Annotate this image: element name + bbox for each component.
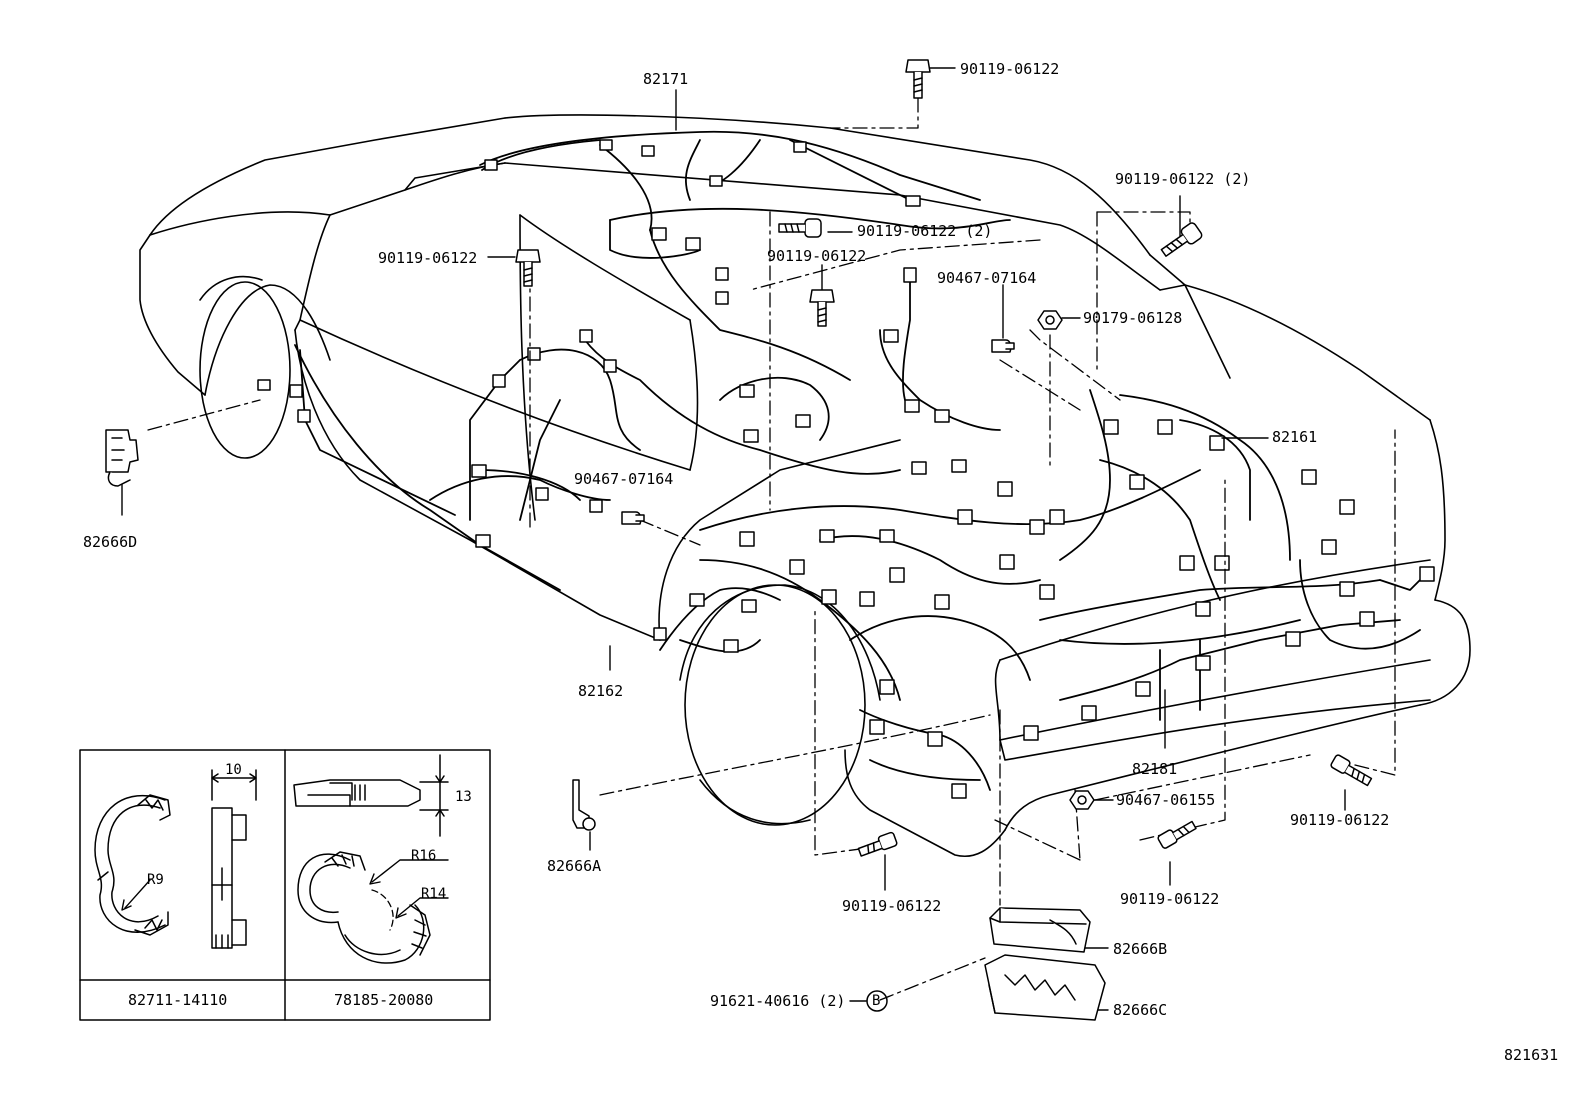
inset-part-78185-20080: 78185-20080 — [334, 991, 434, 1009]
inset-radius-r9: R9 — [147, 872, 164, 888]
callout-90119-06122-top: 90119-06122 — [960, 60, 1060, 78]
diagram-id: 821631 — [1504, 1046, 1559, 1064]
callout-90467-07164-mid: 90467-07164 — [574, 470, 674, 488]
wire-harness — [294, 130, 1426, 791]
inset-dim-13: 13 — [455, 789, 472, 805]
harness-connectors — [257, 139, 1435, 799]
inset-dim-10: 10 — [225, 762, 242, 778]
callout-90119-06122-2-mid: 90119-06122 (2) — [857, 222, 993, 240]
callout-82181: 82181 — [1132, 760, 1178, 778]
marker-b-letter: B — [872, 993, 881, 1009]
marker-b-circle — [866, 990, 888, 1012]
leader-lines — [147, 97, 1396, 1001]
callout-90119-06122-left: 90119-06122 — [378, 249, 478, 267]
r9-arrow — [124, 879, 151, 909]
callout-82666C: 82666C — [1113, 1001, 1168, 1019]
fastener-glyphs — [105, 59, 1373, 1021]
callout-82171: 82171 — [643, 70, 689, 88]
callout-82666D: 82666D — [83, 533, 138, 551]
callout-90179-06128: 90179-06128 — [1083, 309, 1183, 327]
inset-box — [79, 749, 491, 1021]
callout-90119-06122-lower-right: 90119-06122 — [1290, 811, 1390, 829]
callout-90467-07164-top: 90467-07164 — [937, 269, 1037, 287]
callout-90119-06122-mid: 90119-06122 — [767, 247, 867, 265]
callout-91621-40616: 91621-40616 (2) — [710, 992, 846, 1010]
callout-82666A: 82666A — [547, 857, 602, 875]
r16-leader — [371, 859, 449, 883]
inset-dashed-circle — [371, 889, 394, 931]
callout-leaders — [121, 67, 1346, 1011]
clamp-82711-drawing — [94, 769, 257, 949]
inset-radius-r16: R16 — [411, 848, 437, 864]
callout-90119-06122-lower-mid: 90119-06122 — [842, 897, 942, 915]
r16-arrowhead — [369, 873, 381, 885]
inset-radius-r14: R14 — [421, 886, 447, 902]
r14-arrowhead — [395, 907, 407, 919]
callout-82162: 82162 — [578, 682, 624, 700]
inset-part-82711-14110: 82711-14110 — [128, 991, 228, 1009]
r9-arrowhead — [121, 899, 132, 911]
callout-90119-06122-lower-center: 90119-06122 — [1120, 890, 1220, 908]
r14-leader — [397, 897, 449, 917]
callout-90119-06122-2-right: 90119-06122 (2) — [1115, 170, 1251, 188]
callout-82161: 82161 — [1272, 428, 1318, 446]
callout-90467-06155: 90467-06155 — [1116, 791, 1216, 809]
callout-82666B: 82666B — [1113, 940, 1168, 958]
clamp-78185-drawing — [293, 754, 449, 964]
